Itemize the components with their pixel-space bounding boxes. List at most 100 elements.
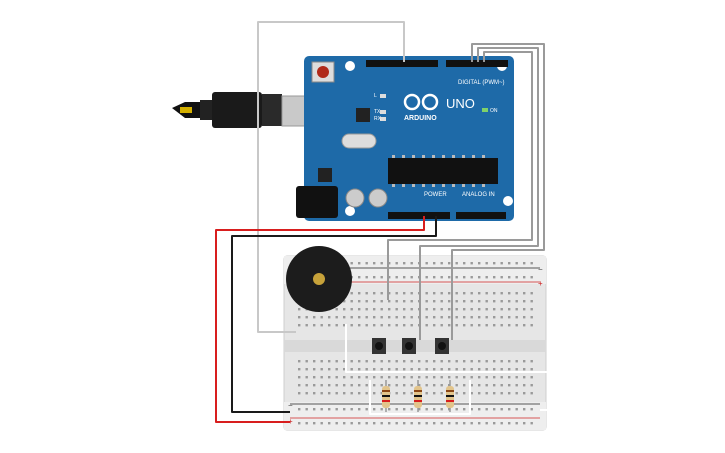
breadboard-hole [373, 308, 376, 311]
breadboard-hole [350, 316, 353, 319]
breadboard-hole [373, 276, 376, 279]
breadboard-hole [493, 262, 496, 265]
breadboard-hole [388, 384, 391, 387]
breadboard-hole [395, 276, 398, 279]
breadboard-hole [433, 368, 436, 371]
breadboard-hole [493, 292, 496, 295]
breadboard-hole [395, 262, 398, 265]
breadboard-hole [433, 276, 436, 279]
breadboard-hole [320, 422, 323, 425]
push-button [435, 338, 449, 354]
breadboard-hole [410, 376, 413, 379]
breadboard-hole [395, 368, 398, 371]
breadboard-hole [305, 360, 308, 363]
breadboard-hole [403, 324, 406, 327]
breadboard-hole [530, 308, 533, 311]
breadboard-hole [433, 360, 436, 363]
analog-header-label: ANALOG IN [462, 192, 495, 198]
tx-led-label: TX [374, 109, 381, 115]
breadboard-hole [418, 376, 421, 379]
breadboard-hole [418, 422, 421, 425]
breadboard-hole [493, 368, 496, 371]
breadboard-hole [350, 262, 353, 265]
breadboard-hole [463, 316, 466, 319]
breadboard-hole [343, 376, 346, 379]
breadboard-hole [313, 392, 316, 395]
breadboard-hole [425, 384, 428, 387]
breadboard-hole [305, 422, 308, 425]
breadboard-hole [448, 384, 451, 387]
breadboard-hole [343, 368, 346, 371]
breadboard-hole [328, 384, 331, 387]
breadboard-hole [298, 324, 301, 327]
breadboard-hole [373, 316, 376, 319]
breadboard-hole [313, 376, 316, 379]
breadboard-hole [358, 300, 361, 303]
board-model: UNO [446, 96, 475, 111]
breadboard-hole [380, 292, 383, 295]
breadboard-hole [440, 300, 443, 303]
breadboard-hole [523, 368, 526, 371]
breadboard-hole [515, 262, 518, 265]
breadboard-hole [485, 422, 488, 425]
breadboard-hole [523, 360, 526, 363]
breadboard-hole [508, 368, 511, 371]
breadboard-minus-top: − [538, 265, 543, 274]
breadboard-hole [470, 392, 473, 395]
breadboard-hole [343, 324, 346, 327]
breadboard-hole [388, 308, 391, 311]
breadboard-hole [365, 324, 368, 327]
breadboard-hole [380, 324, 383, 327]
breadboard-hole [388, 360, 391, 363]
breadboard-hole [500, 368, 503, 371]
breadboard-hole [320, 392, 323, 395]
breadboard-hole [523, 300, 526, 303]
wire-black [231, 216, 437, 413]
breadboard-hole [470, 300, 473, 303]
breadboard-hole [395, 292, 398, 295]
breadboard-hole [395, 408, 398, 411]
breadboard-hole [508, 392, 511, 395]
breadboard-hole [463, 384, 466, 387]
breadboard-hole [455, 292, 458, 295]
breadboard-hole [478, 422, 481, 425]
breadboard-hole [380, 408, 383, 411]
breadboard-hole [335, 360, 338, 363]
breadboard-hole [500, 422, 503, 425]
breadboard-hole [448, 300, 451, 303]
breadboard-hole [500, 360, 503, 363]
breadboard-hole [403, 360, 406, 363]
breadboard-hole [418, 408, 421, 411]
breadboard-hole [455, 308, 458, 311]
breadboard-hole [478, 292, 481, 295]
breadboard-hole [485, 300, 488, 303]
breadboard-hole [373, 262, 376, 265]
breadboard-hole [425, 276, 428, 279]
breadboard-hole [388, 316, 391, 319]
breadboard-hole [493, 300, 496, 303]
breadboard-hole [478, 368, 481, 371]
breadboard-hole [365, 316, 368, 319]
breadboard-hole [500, 262, 503, 265]
breadboard-hole [433, 308, 436, 311]
breadboard-hole [343, 316, 346, 319]
breadboard-hole [478, 324, 481, 327]
breadboard-hole [515, 308, 518, 311]
resistors [382, 380, 454, 412]
breadboard-hole [395, 392, 398, 395]
breadboard-hole [508, 376, 511, 379]
breadboard-hole [530, 300, 533, 303]
breadboard-hole [530, 384, 533, 387]
breadboard-hole [410, 276, 413, 279]
breadboard-hole [440, 276, 443, 279]
breadboard-hole [425, 392, 428, 395]
breadboard-hole [500, 408, 503, 411]
breadboard-hole [470, 308, 473, 311]
arduino-logo [403, 93, 439, 111]
breadboard-hole [440, 384, 443, 387]
breadboard-hole [508, 316, 511, 319]
breadboard-hole [343, 422, 346, 425]
breadboard-hole [440, 292, 443, 295]
breadboard-hole [485, 392, 488, 395]
breadboard-hole [485, 316, 488, 319]
